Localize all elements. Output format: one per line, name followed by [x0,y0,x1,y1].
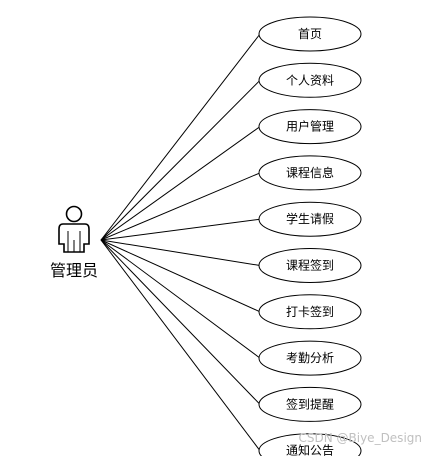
association-line [100,239,261,313]
association-line [100,239,261,452]
actor-admin: 管理员 [50,205,98,280]
association-line [100,79,261,241]
use-case: 首页 [258,16,362,52]
use-case: 个人资料 [258,62,362,98]
association-line [100,239,261,405]
watermark: CSDN @Biye_Design [298,431,422,445]
use-case: 通知公告 [258,433,362,456]
use-case-ellipse [258,16,362,52]
association-line [100,239,261,266]
use-case-ellipse [258,201,362,237]
use-case-ellipse [258,109,362,145]
use-case-ellipse [258,248,362,283]
use-case-label: 打卡签到 [286,304,334,319]
use-case-ellipse [258,294,362,330]
use-case: 考勤分析 [258,340,362,376]
actor-head [65,205,83,223]
use-case-ellipse [258,155,362,191]
association-lines [100,33,261,452]
use-case: 课程信息 [258,155,362,191]
association-line [100,218,261,241]
association-line [100,172,261,241]
use-case-label: 首页 [298,27,322,41]
use-case-label: 课程签到 [286,258,334,273]
use-case-ellipse [258,340,362,376]
use-case-label: 课程信息 [286,165,334,180]
use-case-label: 考勤分析 [286,351,334,365]
use-case: 学生请假 [258,201,362,237]
use-case: 课程签到 [258,248,362,283]
actor-label: 管理员 [50,261,98,280]
use-case-label: 个人资料 [286,73,334,87]
use-case-ellipse [258,433,362,456]
use-case: 打卡签到 [258,294,362,330]
actor-body [58,223,90,253]
association-line [100,126,261,241]
use-case: 签到提醒 [258,386,362,422]
use-case: 用户管理 [258,109,362,145]
association-line [100,33,261,241]
use-case-ellipse [258,386,362,422]
use-case-label: 通知公告 [286,444,334,456]
use-case-label: 用户管理 [286,119,334,134]
use-case-label: 签到提醒 [286,396,334,411]
use-case-ellipse [258,62,362,98]
use-case-label: 学生请假 [286,211,334,226]
association-line [100,239,261,359]
